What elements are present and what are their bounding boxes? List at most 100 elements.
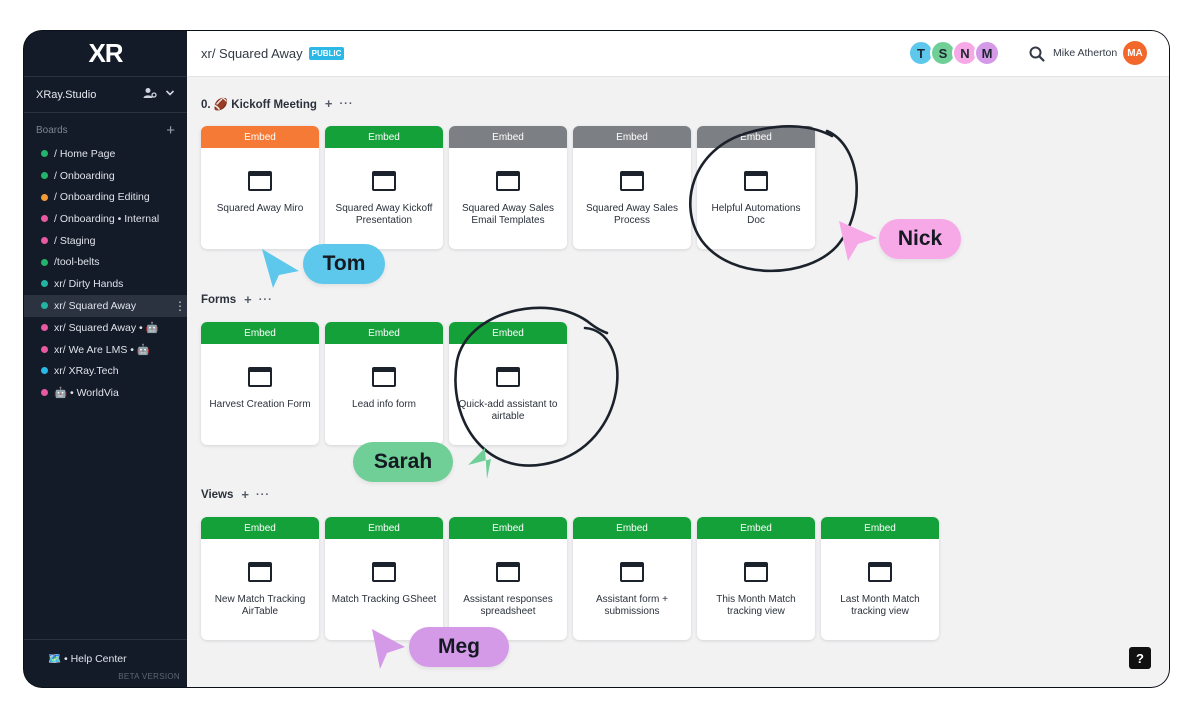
section-title: Views bbox=[201, 488, 234, 501]
window-icon bbox=[372, 562, 396, 582]
card-title: Harvest Creation Form bbox=[209, 399, 311, 410]
cursor-label-nick: Nick bbox=[879, 219, 961, 259]
main-content: xr/ Squared Away PUBLIC T S N M Mike Ath… bbox=[187, 31, 1169, 687]
card-title: Match Tracking GSheet bbox=[331, 594, 437, 605]
window-icon bbox=[744, 562, 768, 582]
card-header: Embed bbox=[325, 322, 443, 344]
more-options-icon[interactable]: ··· bbox=[258, 293, 273, 306]
page-title: xr/ Squared Away bbox=[201, 46, 303, 61]
sidebar-item-onboarding[interactable]: / Onboarding bbox=[24, 165, 187, 187]
avatar-t[interactable]: T bbox=[908, 40, 934, 66]
card-title: Squared Away Kickoff Presentation bbox=[335, 203, 433, 226]
sidebar-item-staging[interactable]: / Staging bbox=[24, 230, 187, 252]
card-title: Squared Away Sales Process bbox=[585, 203, 679, 226]
sidebar-item-onboarding-editing[interactable]: / Onboarding Editing bbox=[24, 186, 187, 208]
cursor-arrow-tom bbox=[262, 249, 299, 288]
globe-icon bbox=[41, 172, 48, 180]
status-dot bbox=[41, 237, 48, 245]
card-header: Embed bbox=[449, 517, 567, 539]
search-icon[interactable] bbox=[1027, 44, 1047, 64]
add-card-icon[interactable]: + bbox=[241, 487, 249, 502]
window-icon bbox=[372, 367, 396, 387]
card-header: Embed bbox=[697, 517, 815, 539]
user-settings-icon[interactable] bbox=[143, 87, 157, 102]
sidebar-item-squared-away[interactable]: xr/ Squared Away⋮ bbox=[24, 294, 187, 317]
card-title: Squared Away Miro bbox=[216, 203, 304, 214]
sidebar-item-xray-tech[interactable]: xr/ XRay.Tech bbox=[24, 360, 187, 382]
sidebar: XR XRay.Studio Boards + / Home Page / On… bbox=[24, 31, 187, 687]
window-icon bbox=[248, 171, 272, 191]
workspace-name: XRay.Studio bbox=[36, 88, 97, 101]
card-title: Helpful Automations Doc bbox=[711, 203, 801, 226]
sidebar-item-home-page[interactable]: / Home Page bbox=[24, 143, 187, 165]
card-title: This Month Match tracking view bbox=[716, 594, 796, 617]
boards-label: Boards bbox=[36, 124, 68, 136]
avatar-m[interactable]: M bbox=[974, 40, 1000, 66]
sidebar-footer: 🗺️ • Help Center BETA VERSION bbox=[24, 639, 187, 687]
more-options-icon[interactable]: ··· bbox=[256, 488, 270, 501]
add-card-icon[interactable]: + bbox=[324, 96, 333, 111]
globe-icon bbox=[41, 258, 48, 266]
window-icon bbox=[248, 562, 272, 582]
section-title: 0. 🏈 Kickoff Meeting bbox=[201, 98, 317, 111]
card-header: Embed bbox=[325, 517, 443, 539]
cursor-label-meg: Meg bbox=[409, 627, 509, 667]
card-header: Embed bbox=[201, 517, 319, 539]
globe-icon bbox=[41, 280, 48, 288]
status-dot bbox=[41, 388, 48, 396]
card-title: Squared Away Sales Email Templates bbox=[461, 203, 555, 226]
window-icon bbox=[496, 171, 520, 191]
section-forms: Forms + ··· bbox=[201, 292, 273, 307]
avatar-s[interactable]: S bbox=[930, 40, 956, 66]
card-title: Last Month Match tracking view bbox=[840, 594, 920, 617]
sidebar-item-worldvia[interactable]: 🤖 • WorldVia bbox=[24, 382, 187, 404]
card-header: Embed bbox=[449, 126, 567, 148]
help-button[interactable]: ? bbox=[1129, 647, 1151, 669]
more-options-icon[interactable]: ··· bbox=[339, 97, 354, 110]
window-icon bbox=[372, 171, 396, 191]
add-card-icon[interactable]: + bbox=[244, 292, 252, 307]
chevron-down-icon[interactable] bbox=[165, 87, 175, 102]
card-header: Embed bbox=[697, 126, 815, 148]
window-icon bbox=[496, 367, 520, 387]
help-center-link[interactable]: 🗺️ • Help Center bbox=[48, 653, 127, 665]
card-title: New Match Tracking AirTable bbox=[214, 594, 306, 617]
globe-icon bbox=[41, 302, 48, 310]
kebab-menu-icon[interactable]: ⋮ bbox=[174, 298, 186, 313]
top-bar: xr/ Squared Away PUBLIC T S N M Mike Ath… bbox=[187, 31, 1169, 77]
window-icon bbox=[620, 562, 644, 582]
workspace-switcher[interactable]: XRay.Studio bbox=[24, 77, 187, 113]
card-header: Embed bbox=[821, 517, 939, 539]
add-board-icon[interactable]: + bbox=[166, 121, 175, 139]
status-dot bbox=[41, 323, 48, 331]
app-logo[interactable]: XR bbox=[24, 31, 187, 77]
collaborator-avatars: T S N M bbox=[908, 40, 1000, 66]
card-title: Quick-add assistant to airtable bbox=[458, 399, 558, 422]
user-avatar[interactable]: MA bbox=[1123, 41, 1147, 65]
card-header: Embed bbox=[201, 322, 319, 344]
card-header: Embed bbox=[325, 126, 443, 148]
window-icon bbox=[496, 562, 520, 582]
sidebar-item-squared-away-bot[interactable]: xr/ Squared Away • 🤖 bbox=[24, 317, 187, 339]
sidebar-item-onboarding-internal[interactable]: / Onboarding • Internal bbox=[24, 208, 187, 230]
user-name[interactable]: Mike Atherton bbox=[1053, 47, 1118, 59]
sidebar-item-we-are-lms[interactable]: xr/ We Are LMS • 🤖 bbox=[24, 338, 187, 360]
status-dot bbox=[41, 193, 48, 201]
section-views: Views + ··· bbox=[201, 487, 270, 502]
sidebar-item-dirty-hands[interactable]: xr/ Dirty Hands bbox=[24, 273, 187, 295]
sidebar-item-tool-belts[interactable]: /tool-belts bbox=[24, 251, 187, 273]
